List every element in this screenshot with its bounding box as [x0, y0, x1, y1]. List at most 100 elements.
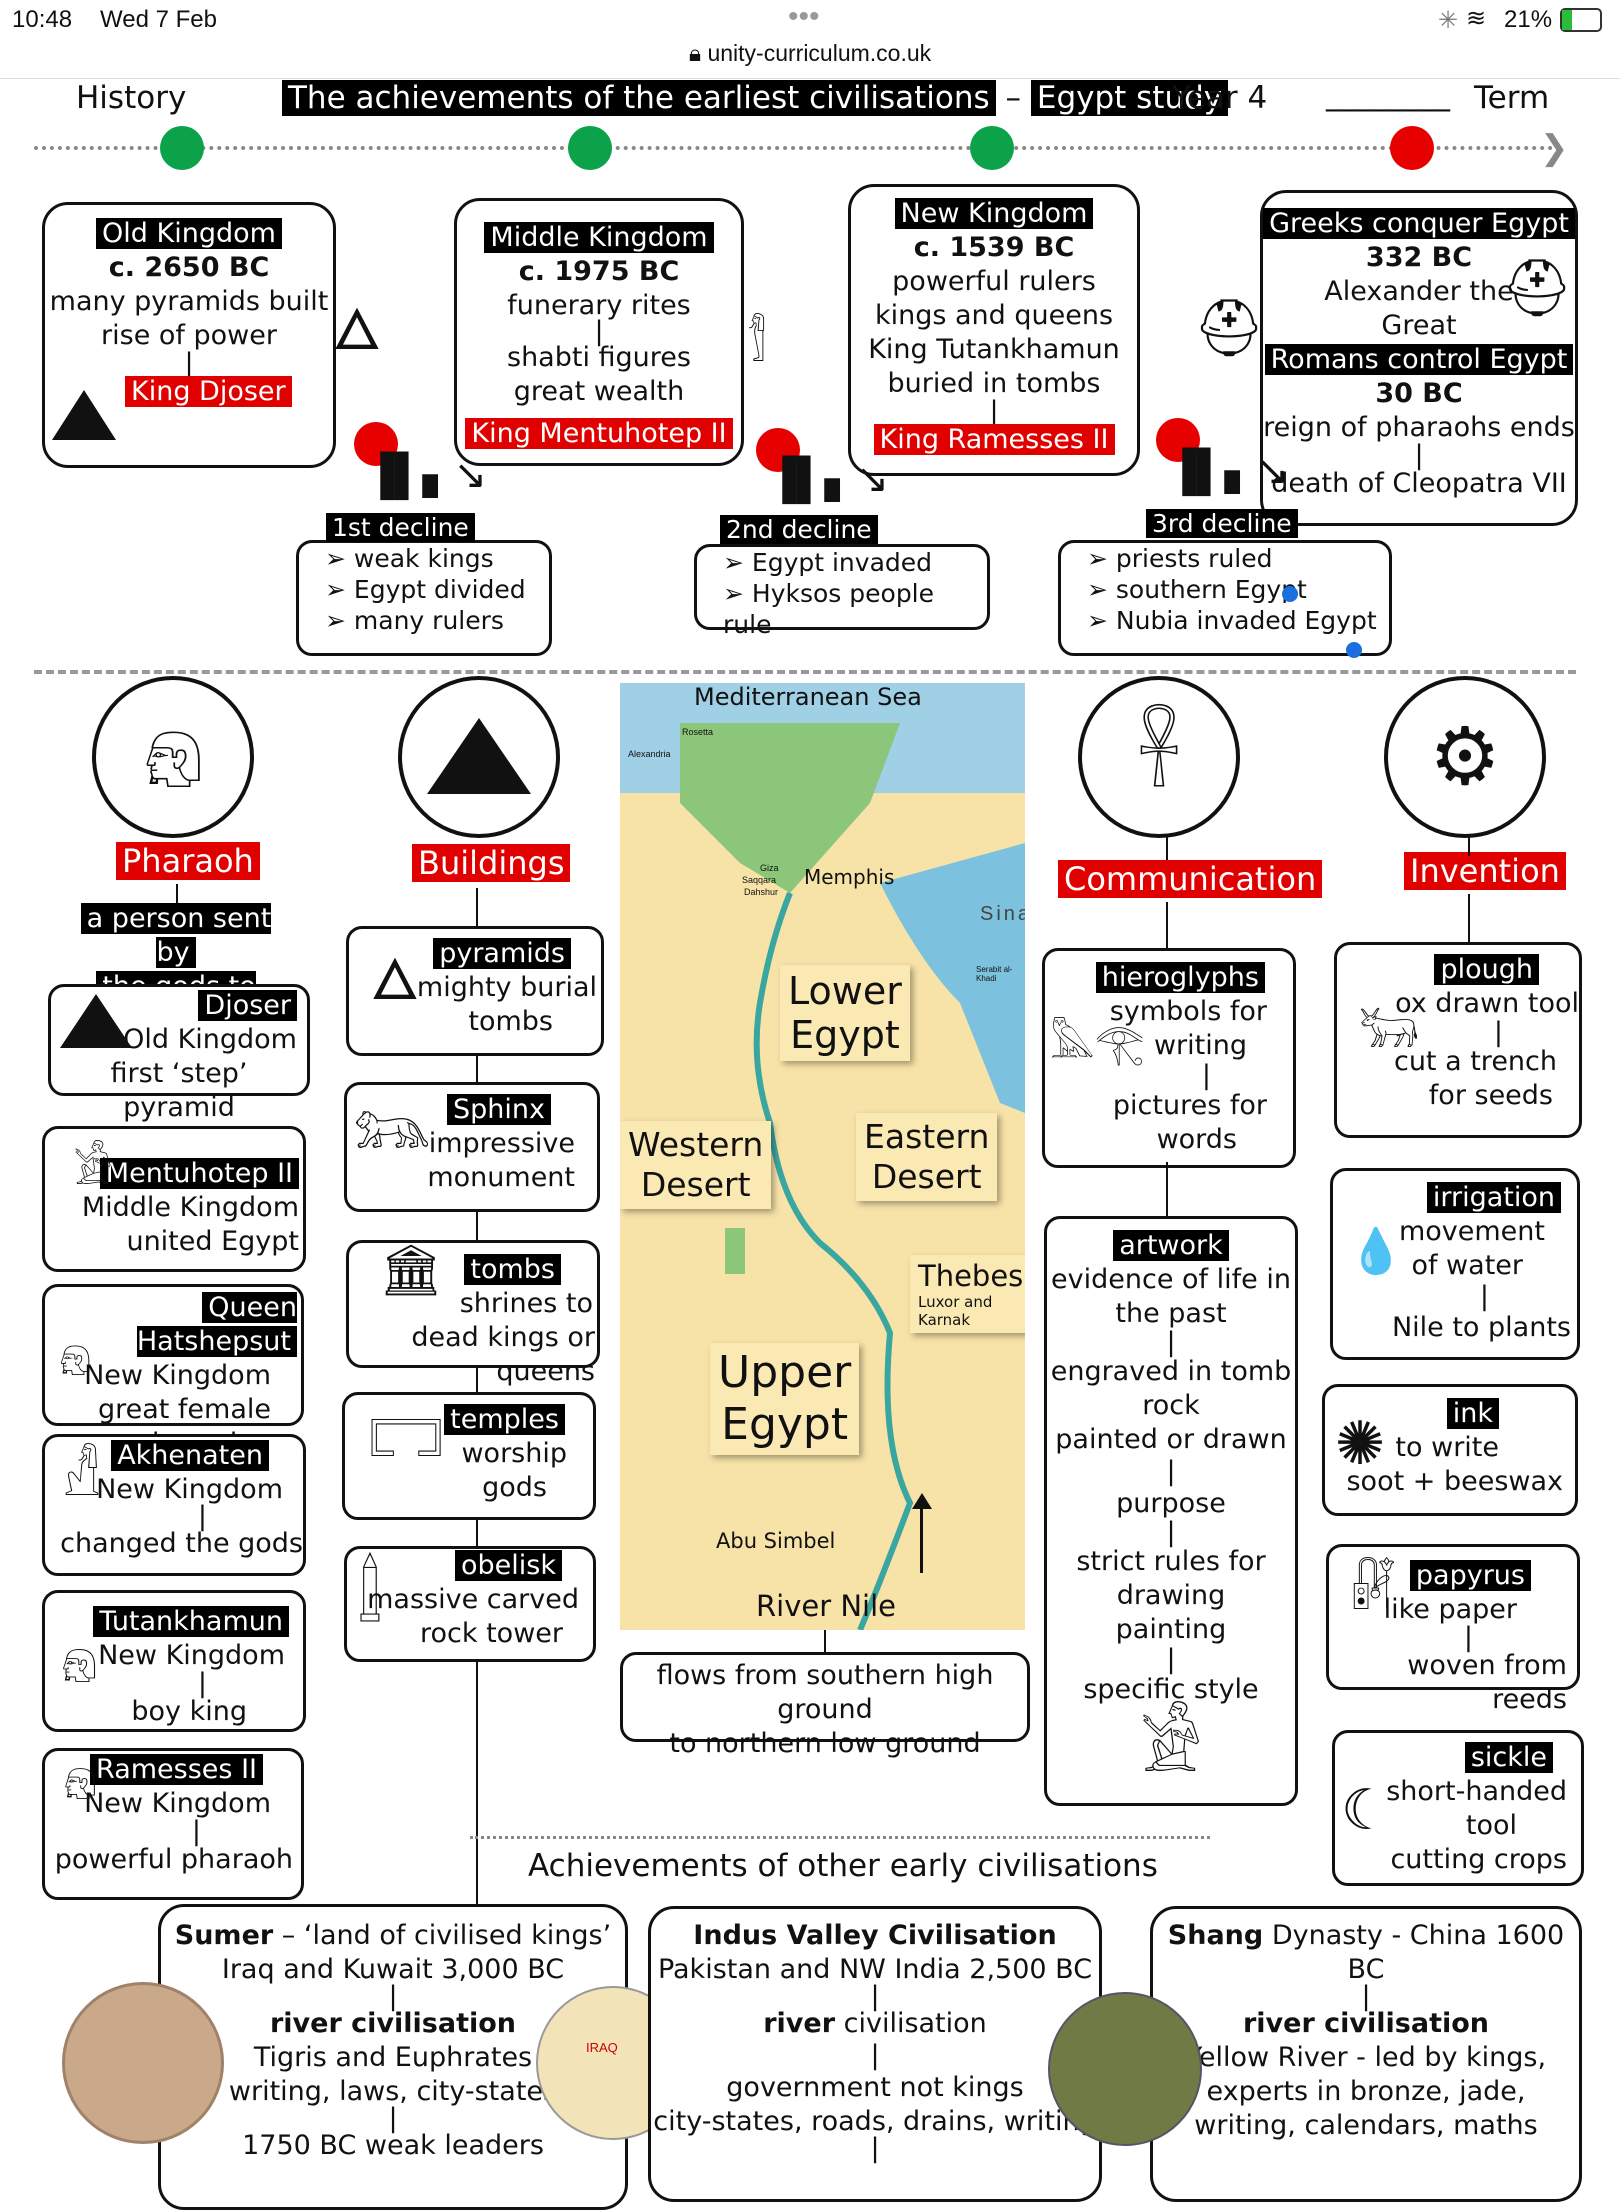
- sumer-chariot-image: [62, 1982, 224, 2144]
- shabti-figures-icon: 𓀾: [747, 319, 767, 372]
- url-bar[interactable]: 🔒︎ unity-curriculum.co.uk: [0, 40, 1620, 79]
- title-study: Egypt study: [1030, 80, 1229, 116]
- brain-gears-icon: ⚙: [1384, 676, 1546, 838]
- indus-name: Indus Valley Civilisation: [693, 1920, 1057, 1951]
- connector: [1166, 1162, 1168, 1218]
- old-kingdom-title: Old Kingdom: [96, 218, 282, 249]
- map-label-serabit: Serabit al-Khadi: [976, 965, 1013, 983]
- sumer-rest: – ‘land of civilised kings’: [273, 1920, 612, 1951]
- artwork-l4: rock: [1142, 1390, 1200, 1421]
- selection-handle-start[interactable]: [1282, 586, 1298, 602]
- sumer-l3: Tigris and Euphrates: [253, 2042, 533, 2073]
- middle-kingdom-sep: |: [594, 316, 604, 347]
- pharaoh-l1: New Kingdom: [84, 1788, 271, 1819]
- shang-name: Shang: [1167, 1920, 1264, 1951]
- hieroglyph-tablet-icon: 𓋹: [1078, 676, 1240, 838]
- pharaoh-l2: boy king: [131, 1696, 247, 1727]
- invention-l2: of water: [1411, 1250, 1523, 1281]
- middle-kingdom-box: Middle Kingdom c. 1975 BC funerary rites…: [454, 198, 744, 466]
- map-graphic: [620, 683, 1025, 1630]
- decline-3-box: priests ruled southern Egypt Nubia invad…: [1058, 540, 1392, 656]
- sumer-name: Sumer: [174, 1920, 274, 1951]
- invention-l2: tool: [1465, 1810, 1517, 1841]
- invention-sep: |: [1493, 1017, 1503, 1048]
- status-bar: 10:48 Wed 7 Feb ••• ✳ ≋ 21%: [0, 0, 1620, 40]
- building-l1: mighty burial: [416, 972, 597, 1003]
- decline-1-item: Egypt divided: [325, 574, 549, 605]
- building-name: obelisk: [455, 1550, 562, 1581]
- hieroglyphs-l4: words: [1156, 1124, 1237, 1155]
- invention-l1: like paper: [1383, 1594, 1517, 1625]
- decline-2-title: 2nd decline: [720, 514, 878, 545]
- decline-2-item: Hyksos people rule: [723, 578, 987, 640]
- obelisk-icon: 𓉶: [357, 1552, 383, 1619]
- step-pyramid-icon: [60, 994, 132, 1048]
- selection-handle-end[interactable]: [1346, 642, 1362, 658]
- invention-heading-text: Invention: [1404, 852, 1566, 890]
- greek-helmet-icon: ⛑: [1501, 256, 1573, 319]
- building-name: Sphinx: [447, 1094, 551, 1125]
- new-kingdom-title: New Kingdom: [894, 198, 1094, 229]
- pyramid-circle: [398, 676, 560, 838]
- communication-card-artwork: artwork evidence of life in the past | e…: [1044, 1216, 1298, 1806]
- page-title: The achievements of the earliest civilis…: [282, 80, 1229, 116]
- romans-title: Romans control Egypt: [1264, 344, 1574, 375]
- decline-1-item: weak kings: [325, 543, 549, 574]
- indus-sep: |: [870, 2133, 880, 2164]
- indus-l2a: river: [763, 2008, 836, 2039]
- term-label: Term: [1474, 80, 1550, 116]
- ramesses-head-icon: 𓁶: [62, 1754, 98, 1810]
- pharaoh-l1: New Kingdom: [98, 1640, 285, 1671]
- url-text: unity-curriculum.co.uk: [707, 40, 932, 66]
- greeks-romans-box: Greeks conquer Egypt 332 BC Alexander th…: [1260, 190, 1578, 526]
- decline-dot-3: [1156, 418, 1200, 462]
- invention-l3: cutting crops: [1390, 1844, 1567, 1875]
- pharaoh-l2: first ‘step’ pyramid: [110, 1058, 248, 1123]
- subject-label: History: [76, 80, 187, 116]
- pharaoh-headdress-icon: 𓁶: [58, 1333, 92, 1386]
- invention-card-papyrus: papyrus like paper | woven from reeds: [1326, 1544, 1580, 1715]
- step-pyramid-icon: [52, 390, 116, 440]
- pharaoh-card-mentuhotep: Mentuhotep II Middle Kingdom united Egyp…: [42, 1126, 306, 1272]
- connector: [824, 1630, 826, 1654]
- hieroglyphs-name: hieroglyphs: [1095, 962, 1265, 993]
- decline-dot-2: [756, 428, 800, 472]
- new-kingdom-sep: |: [989, 396, 999, 427]
- egypt-map: Mediterranean Sea Rosetta Alexandria Giz…: [620, 683, 1025, 1630]
- new-kingdom-box: New Kingdom c. 1539 BC powerful rulers k…: [848, 184, 1140, 476]
- new-kingdom-l1: powerful rulers: [892, 266, 1096, 297]
- pharaoh-name: Ramesses II: [90, 1754, 263, 1785]
- pharaoh-l2: great female: [97, 1394, 271, 1425]
- artwork-sep: |: [1166, 1327, 1176, 1358]
- building-card-temples: temples worship gods: [342, 1392, 596, 1520]
- invention-l2: woven from reeds: [1407, 1650, 1567, 1715]
- building-l2: rock tower: [420, 1618, 563, 1649]
- invention-name: irrigation: [1426, 1182, 1561, 1213]
- other-divider: [470, 1836, 1210, 1839]
- invention-card-ink: ink to write soot + beeswax: [1322, 1384, 1578, 1516]
- artwork-sep: |: [1166, 1644, 1176, 1675]
- section-divider: [34, 670, 1576, 674]
- artwork-l5: painted or drawn: [1055, 1424, 1287, 1455]
- hieroglyphs-l2: writing: [1153, 1030, 1247, 1061]
- artwork-l2: the past: [1115, 1298, 1227, 1329]
- connector: [1166, 902, 1168, 950]
- artwork-sep: |: [1166, 1517, 1176, 1548]
- invention-l3: Nile to plants: [1391, 1312, 1571, 1343]
- timeline-arrow-icon: ❯: [1540, 129, 1569, 167]
- status-time: 10:48: [12, 6, 73, 33]
- decline-2-item: Egypt invaded: [723, 547, 987, 578]
- invention-l1: movement: [1398, 1216, 1545, 1247]
- map-label-rosetta: Rosetta: [682, 727, 714, 737]
- timeline-line: [34, 146, 1554, 150]
- sphinx-icon: 𓃬: [352, 1090, 432, 1162]
- akhenaten-figure-icon: 𓀭: [63, 1449, 101, 1507]
- indus-sep: |: [870, 1981, 880, 2012]
- multitask-dots-icon[interactable]: •••: [788, 0, 820, 33]
- pharaoh-name: Akhenaten: [111, 1440, 269, 1471]
- connector: [1166, 836, 1168, 860]
- decline-dot-1: [354, 422, 398, 466]
